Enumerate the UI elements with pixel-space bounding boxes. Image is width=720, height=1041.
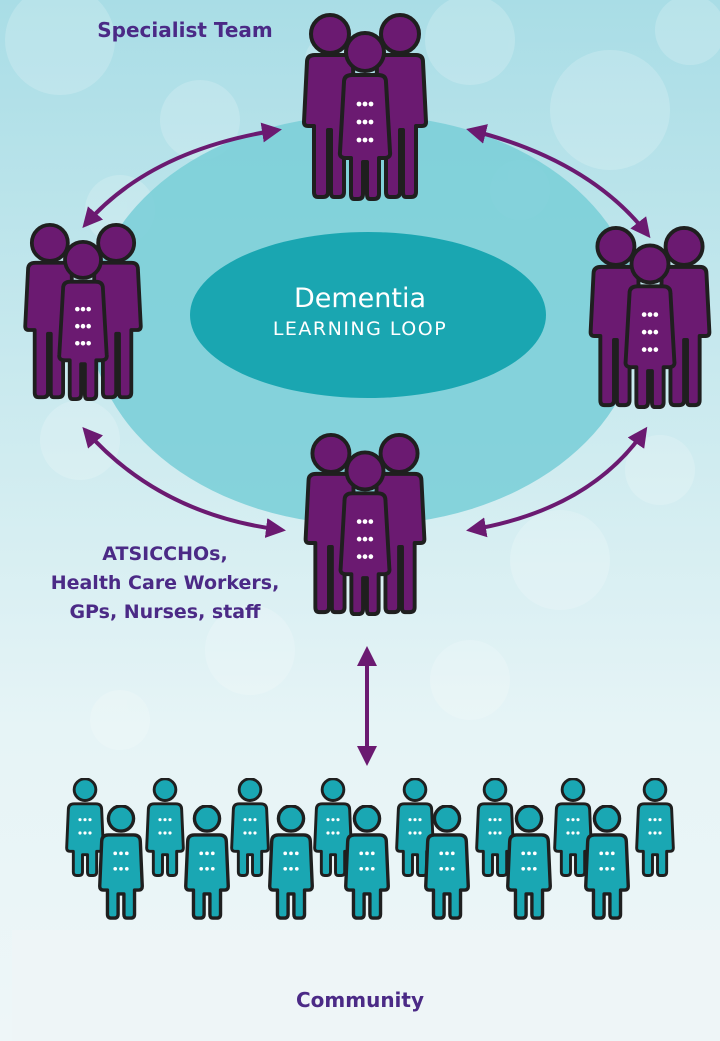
workers-label-line: ATSICCHOs, [102, 543, 228, 565]
arrow-top-right [466, 124, 651, 239]
community-panel [12, 930, 720, 1041]
center-subtitle: LEARNING LOOP [272, 318, 448, 340]
workers-label-line: Health Care Workers, [50, 572, 280, 594]
community-crowd [65, 778, 675, 920]
left-group [23, 222, 143, 402]
health-workers-label: ATSICCHOs, Health Care Workers, GPs, Nur… [0, 540, 330, 627]
center-label: Dementia LEARNING LOOP [190, 282, 530, 342]
arrow-bottom-left [82, 427, 286, 538]
community-label: Community [295, 988, 425, 1012]
workers-label-line: GPs, Nurses, staff [69, 601, 261, 623]
right-group [588, 225, 712, 410]
arrow-bottom-right [466, 426, 648, 538]
specialist-team-label: Specialist Team [97, 18, 273, 42]
specialist-team-group [302, 13, 428, 201]
arrow-top-left [82, 122, 282, 229]
center-title: Dementia [293, 283, 427, 314]
center-ellipse [190, 232, 546, 398]
